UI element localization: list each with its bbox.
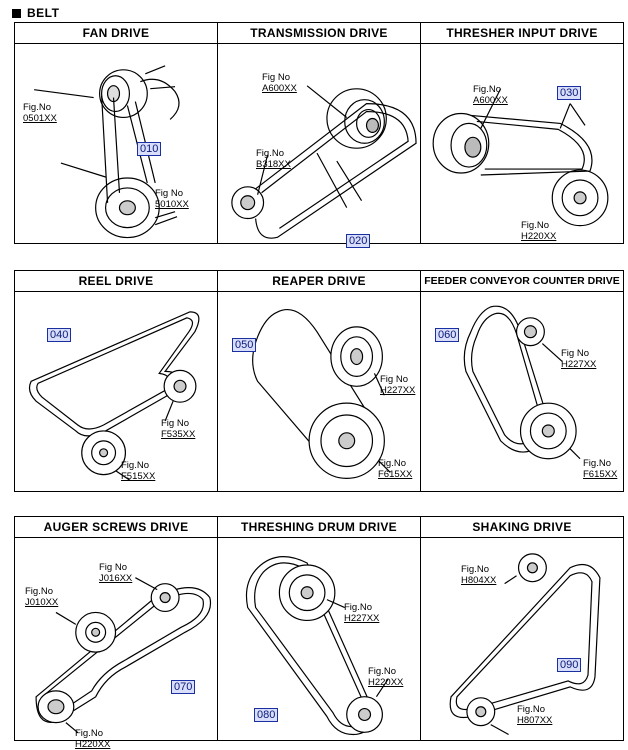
- part-label-threshing-drive-2: Fig.No H220XX: [368, 666, 404, 688]
- part-label-feeder-drive-1: Fig No H227XX: [561, 348, 597, 370]
- transmission-drive-diagram: [231, 85, 417, 239]
- panel-auger-screws-drive: AUGER SCREWS DRIVE Fig No J016XX Fig.No: [15, 517, 218, 750]
- callout-040[interactable]: 040: [47, 328, 72, 342]
- part-label-reel-drive-1: Fig No F535XX: [161, 418, 196, 440]
- panel-title: AUGER SCREWS DRIVE: [15, 517, 217, 538]
- callout-090[interactable]: 090: [557, 658, 582, 672]
- panel-reel-drive: REEL DRIVE 040 Fig No F535XX Fig.No F515…: [15, 271, 218, 491]
- belt-row-2: REEL DRIVE 040 Fig No F535XX Fig.No F515…: [14, 270, 624, 492]
- section-square-icon: [12, 8, 21, 18]
- part-label-thresher-input-drive-1: Fig.No A600XX: [473, 84, 508, 106]
- panel-title: FEEDER CONVEYOR COUNTER DRIVE: [421, 271, 623, 292]
- panel-feeder-conveyor-counter-drive: FEEDER CONVEYOR COUNTER DRIVE 060 Fig No…: [421, 271, 623, 491]
- callout-010[interactable]: 010: [137, 142, 162, 156]
- auger-screws-drive-diagram: [35, 577, 212, 734]
- thresher-input-drive-diagram: [432, 88, 609, 227]
- panel-fan-drive: FAN DRIVE Fig.No 0501XX Fig: [15, 23, 218, 243]
- callout-020[interactable]: 020: [346, 234, 371, 248]
- part-label-transmission-drive-2: Fig.No B318XX: [256, 148, 291, 170]
- part-label-transmission-drive-1: Fig No A600XX: [262, 72, 297, 94]
- part-label-fan-drive-1: Fig.No 0501XX: [23, 102, 57, 124]
- panel-shaking-drive: SHAKING DRIVE Fig.No H804XX Fig.No H807X…: [421, 517, 623, 740]
- panel-reaper-drive: REAPER DRIVE 050 Fig No H227XX Fig.No F6…: [218, 271, 421, 491]
- reaper-drive-diagram: [252, 308, 391, 479]
- panel-thresher-input-drive: THRESHER INPUT DRIVE Fig.No A600XX Fig.N…: [421, 23, 623, 243]
- belt-row-1: FAN DRIVE Fig.No 0501XX Fig: [14, 22, 624, 248]
- panel-title: TRANSMISSION DRIVE: [218, 23, 420, 44]
- part-label-reaper-drive-1: Fig No H227XX: [380, 374, 416, 396]
- callout-070[interactable]: 070: [171, 680, 196, 694]
- panel-threshing-drum-drive: THRESHING DRUM DRIVE Fig.No H227XX Fig.N…: [218, 517, 421, 740]
- shaking-drive-diagram: [449, 553, 601, 736]
- part-label-fan-drive-2: Fig No 5010XX: [155, 188, 189, 210]
- part-label-reaper-drive-2: Fig.No F615XX: [378, 458, 413, 480]
- part-label-auger-drive-3: Fig.No H220XX: [75, 728, 111, 750]
- part-label-threshing-drive-1: Fig.No H227XX: [344, 602, 380, 624]
- callout-060[interactable]: 060: [435, 328, 460, 342]
- panel-title: SHAKING DRIVE: [421, 517, 623, 538]
- section-title: BELT: [27, 6, 60, 20]
- part-label-auger-drive-2: Fig.No J010XX: [25, 586, 59, 608]
- callout-080[interactable]: 080: [254, 708, 279, 722]
- part-label-shaking-drive-1: Fig.No H804XX: [461, 564, 497, 586]
- part-label-thresher-input-drive-2: Fig.No H220XX: [521, 220, 557, 242]
- panel-transmission-drive: TRANSMISSION DRIVE Fig No A600XX Fig.No: [218, 23, 421, 248]
- part-label-auger-drive-1: Fig No J016XX: [99, 562, 133, 584]
- reel-drive-diagram: [28, 311, 200, 482]
- panel-title: REAPER DRIVE: [218, 271, 420, 292]
- panel-title: FAN DRIVE: [15, 23, 217, 44]
- part-label-reel-drive-2: Fig.No F515XX: [121, 460, 156, 482]
- callout-030[interactable]: 030: [557, 86, 582, 100]
- panel-title: REEL DRIVE: [15, 271, 217, 292]
- section-header: BELT: [12, 4, 59, 22]
- panel-title: THRESHING DRUM DRIVE: [218, 517, 420, 538]
- part-label-feeder-drive-2: Fig.No F615XX: [583, 458, 618, 480]
- feeder-conveyor-counter-drive-diagram: [463, 305, 581, 460]
- fan-drive-diagram: [34, 65, 180, 239]
- threshing-drum-drive-diagram: [245, 556, 389, 736]
- panel-title: THRESHER INPUT DRIVE: [421, 23, 623, 44]
- callout-050[interactable]: 050: [232, 338, 257, 352]
- part-label-shaking-drive-2: Fig.No H807XX: [517, 704, 553, 726]
- belt-row-3: AUGER SCREWS DRIVE Fig No J016XX Fig.No: [14, 516, 624, 750]
